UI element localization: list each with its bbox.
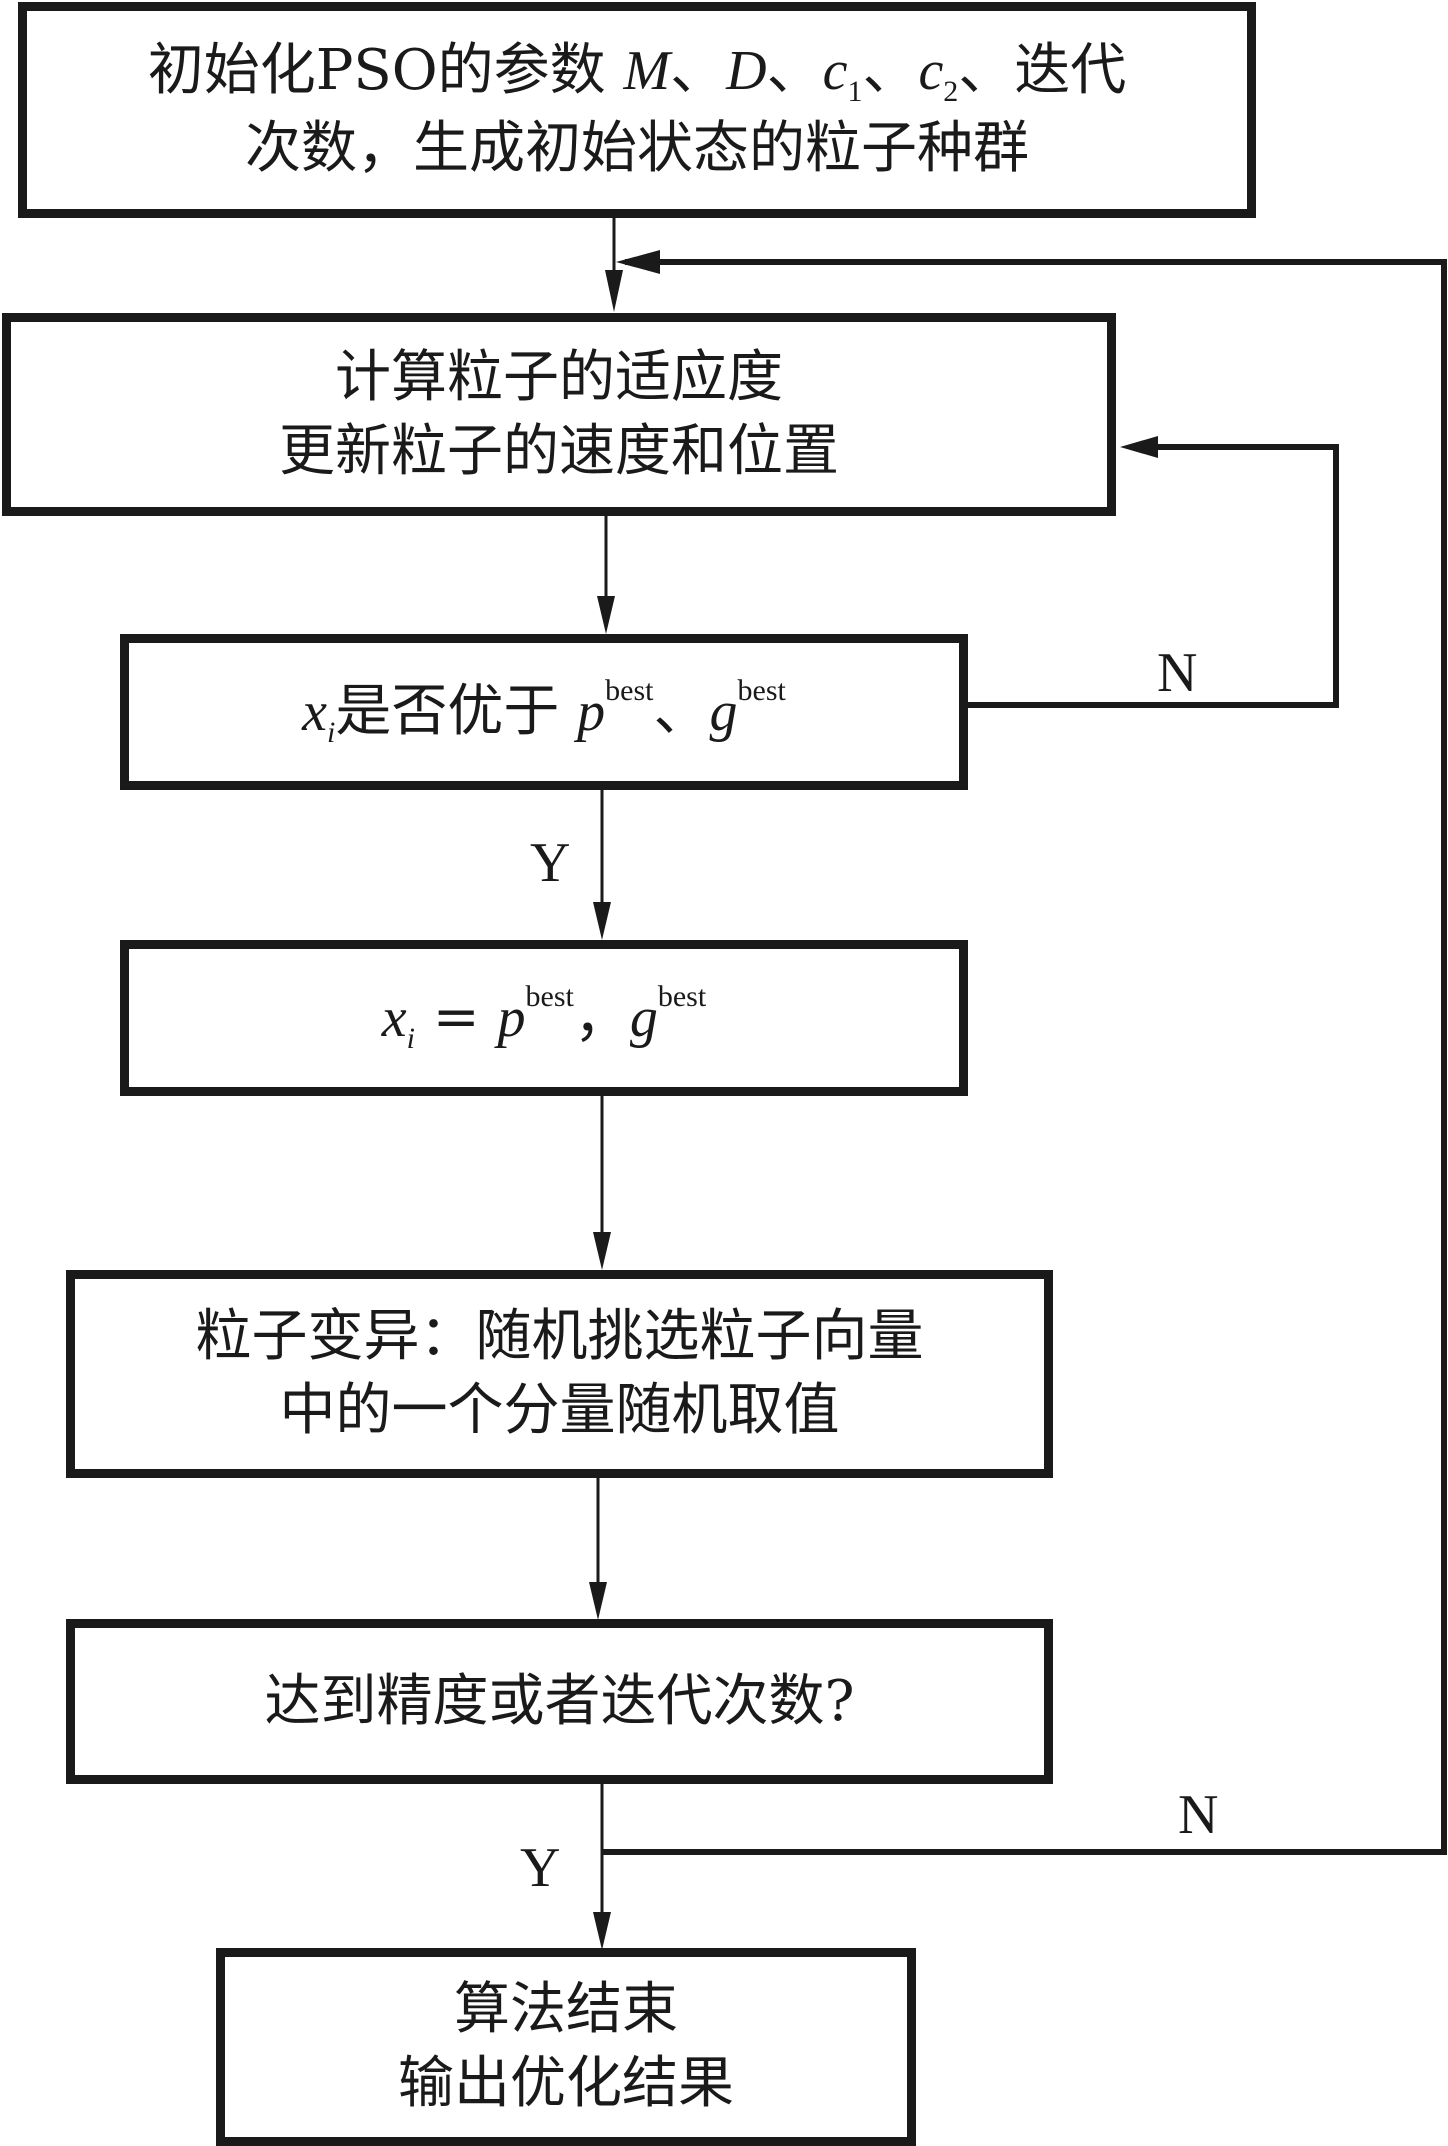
node-end-line2: 输出优化结果 [398, 2051, 734, 2116]
node-compute-fitness: 计算粒子的适应度 更新粒子的速度和位置 [2, 313, 1116, 516]
arrowhead-mutate-to-check [589, 1582, 607, 1620]
arrowhead-assign-to-mutate [593, 1232, 611, 1270]
node-compare-line1: xi是否优于 pbest、gbest [302, 671, 786, 753]
equals-sign: = [415, 985, 498, 1051]
arrowhead-compute-to-compare [597, 596, 615, 634]
node-initialize-line2: 次数，生成初始状态的粒子种群 [245, 115, 1029, 181]
node-compare-best: xi是否优于 pbest、gbest [120, 634, 968, 790]
separator: 、 [653, 679, 710, 745]
var-g-superscript: best [657, 980, 707, 1014]
node-assign-line1: xi = pbest，gbest [382, 977, 706, 1059]
param-m: M [623, 40, 671, 103]
var-p-superscript: best [525, 980, 574, 1014]
edge-label-compare-yes: Y [530, 832, 571, 894]
arrowhead-loop-check-no [616, 250, 660, 274]
var-i-subscript: i [406, 1022, 415, 1056]
var-p-superscript: best [605, 674, 654, 708]
var-g: g [629, 987, 658, 1050]
node-end-line1: 算法结束 [454, 1977, 678, 2043]
var-i-subscript: i [327, 716, 336, 750]
node-compute-line1: 计算粒子的适应度 [335, 344, 783, 410]
arrowhead-loop-compare-no [1120, 436, 1158, 458]
node-mutation-line1: 粒子变异：随机挑选粒子向量 [195, 1304, 924, 1370]
separator: ， [573, 985, 630, 1051]
init-text: 初始化PSO的参数 [147, 38, 624, 104]
edge-label-check-no: N [1178, 1784, 1219, 1846]
node-assign-best: xi = pbest，gbest [120, 940, 968, 1096]
var-x: x [381, 987, 407, 1050]
var-p: p [497, 987, 526, 1050]
param-d: D [726, 40, 767, 103]
separator: 、 [862, 38, 919, 104]
compare-text: 是否优于 [335, 679, 578, 745]
node-end: 算法结束 输出优化结果 [216, 1948, 916, 2146]
node-mutation: 粒子变异：随机挑选粒子向量 中的一个分量随机取值 [66, 1270, 1053, 1478]
var-p: p [577, 681, 606, 744]
arrowhead-check-to-end [593, 1912, 611, 1950]
node-check-line1: 达到精度或者迭代次数? [264, 1668, 855, 1734]
node-initialize: 初始化PSO的参数 M、D、c1、c2、迭代 次数，生成初始状态的粒子种群 [18, 2, 1256, 218]
var-g-superscript: best [737, 674, 786, 708]
node-check-termination: 达到精度或者迭代次数? [66, 1619, 1053, 1784]
param-c2-subscript: 2 [943, 75, 959, 109]
var-g: g [709, 681, 738, 744]
edge-label-check-yes: Y [520, 1837, 561, 1899]
init-text-tail: 、迭代 [958, 38, 1127, 104]
arrowhead-init-to-compute [605, 270, 623, 312]
loop-check-no [602, 259, 1447, 1855]
arrowhead-compare-to-assign [593, 902, 611, 940]
param-c1-subscript: 1 [847, 75, 863, 109]
node-mutation-line2: 中的一个分量随机取值 [279, 1378, 840, 1443]
node-compute-line2: 更新粒子的速度和位置 [279, 418, 839, 484]
edge-label-compare-no: N [1157, 642, 1198, 704]
var-x: x [302, 681, 328, 744]
param-c1: c [822, 40, 848, 103]
param-c2: c [918, 40, 944, 103]
separator: 、 [670, 38, 727, 104]
separator: 、 [766, 38, 823, 104]
node-initialize-line1: 初始化PSO的参数 M、D、c1、c2、迭代 [148, 34, 1127, 112]
loop-compare-no [966, 444, 1339, 708]
